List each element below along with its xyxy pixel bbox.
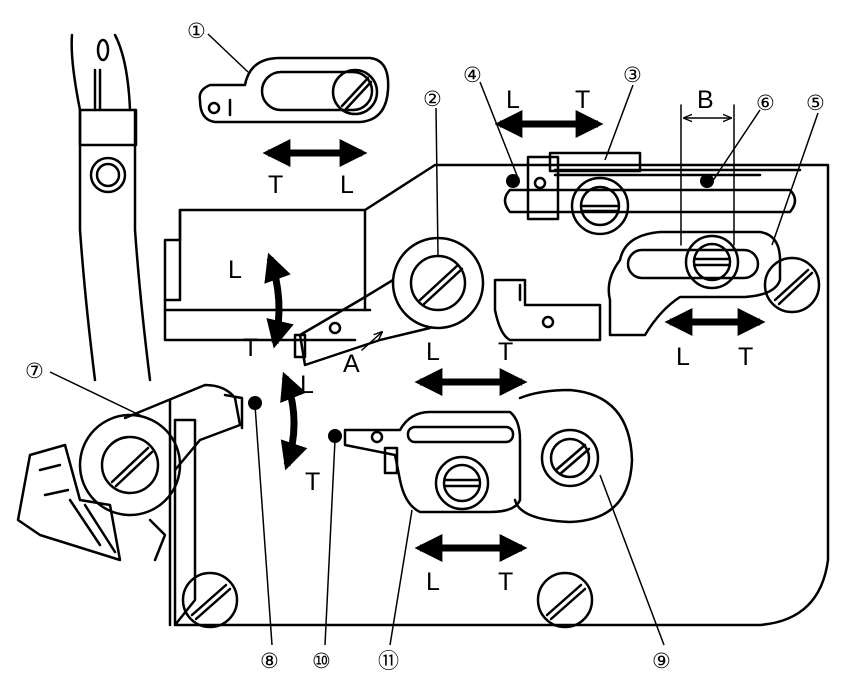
part1-plate	[198, 56, 390, 124]
arrow-part2-curve	[264, 252, 294, 349]
part11-screw	[434, 455, 490, 511]
base-plate-step	[163, 208, 357, 627]
label-t: T	[498, 568, 513, 596]
base-plate	[163, 163, 830, 627]
part-number-7: ⑦	[25, 360, 44, 383]
label-t: T	[738, 343, 753, 371]
part9-screw	[540, 428, 600, 488]
part-number-5: ⑤	[806, 92, 825, 115]
label-t: T	[268, 171, 283, 199]
part-number-8: ⑧	[260, 650, 279, 673]
part5-screw	[684, 234, 740, 290]
arrow-part10-curve	[280, 371, 308, 471]
part1-screw	[331, 68, 379, 116]
dot-part4	[506, 174, 520, 188]
label-l: L	[228, 256, 242, 284]
label-t: T	[243, 334, 258, 362]
part-number-4: ④	[463, 64, 482, 87]
dot-part10	[328, 429, 342, 443]
part-number-9: ⑨	[652, 650, 671, 673]
part2-screw	[409, 254, 467, 312]
part3-screw	[570, 176, 630, 236]
bottom-screw-left	[181, 571, 239, 629]
label-l: L	[426, 338, 440, 366]
presser-bar-screw	[89, 156, 127, 194]
part3-block	[548, 151, 642, 173]
dot-part8	[248, 396, 262, 410]
dimension-a-label: A	[343, 350, 360, 378]
dimension-b-label: B	[697, 86, 714, 114]
part-number-3: ③	[623, 64, 642, 87]
label-l: L	[300, 371, 314, 399]
part10-slot	[406, 425, 515, 444]
part1-slot	[260, 70, 374, 112]
part4-block	[526, 155, 560, 221]
part7-tip	[223, 393, 244, 430]
part-number-6: ⑥	[756, 92, 775, 115]
label-t: T	[575, 86, 590, 114]
bottom-screw-right	[536, 571, 594, 629]
part-number-11: ⑪	[378, 650, 399, 673]
part-number-2: ②	[423, 88, 442, 111]
presser-bar-top	[70, 33, 132, 112]
part10-arm	[343, 410, 522, 514]
guide-plate	[493, 278, 602, 342]
right-edge-screw	[763, 256, 821, 314]
part3-slide	[503, 188, 797, 214]
label-l: L	[506, 86, 520, 114]
label-l: L	[426, 568, 440, 596]
part9-plate	[513, 388, 634, 524]
dot-part6	[700, 174, 714, 188]
label-l: L	[676, 343, 690, 371]
presser-bar-collar	[78, 108, 138, 147]
label-t: T	[305, 468, 320, 496]
part7-arm	[123, 383, 242, 472]
presser-bar	[78, 108, 152, 382]
part7-screw	[100, 435, 160, 495]
label-l: L	[340, 171, 354, 199]
part-number-1: ①	[187, 20, 206, 43]
label-t: T	[498, 338, 513, 366]
part-number-10: ⑩	[312, 650, 331, 673]
dimension-a-pointer	[361, 332, 382, 351]
part7-foot	[16, 443, 122, 562]
